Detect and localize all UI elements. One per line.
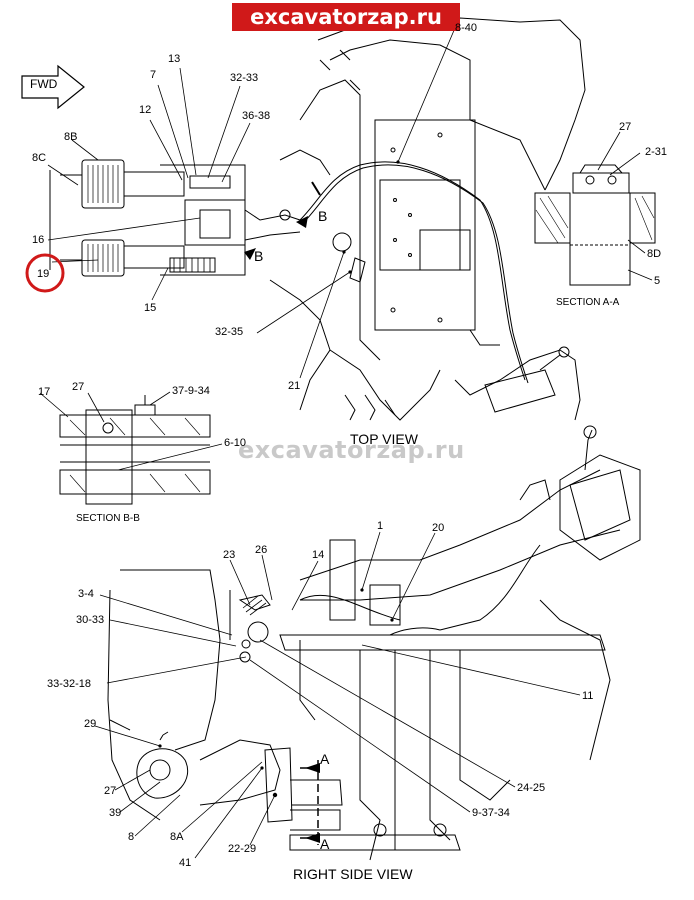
- callout-23: 23: [223, 549, 236, 561]
- section-marker-b-upper: B: [318, 208, 328, 224]
- callout-17: 17: [38, 386, 51, 398]
- fwd-arrow-icon: [21, 64, 85, 110]
- callout-19: 19: [37, 268, 50, 280]
- callout-14: 14: [312, 549, 325, 561]
- right-side-view-frame: [107, 425, 641, 861]
- callout-20: 20: [432, 522, 445, 534]
- section-aa-title: SECTION A-A: [556, 297, 620, 308]
- section-marker-a-upper: A: [320, 751, 330, 767]
- callout-3-4: 3-4: [78, 588, 94, 600]
- callout-5: 5: [654, 275, 661, 287]
- callout-8-40: 8-40: [455, 22, 478, 34]
- callout-29: 29: [84, 718, 97, 730]
- callout-9-37-34: 9-37-34: [472, 807, 510, 819]
- callout-8D: 8D: [647, 248, 662, 260]
- callout-33-32-18: 33-32-18: [47, 678, 92, 690]
- pivot-assembly: [49, 159, 366, 283]
- callout-8: 8: [128, 831, 135, 843]
- callout-8A: 8A: [170, 831, 184, 843]
- callout-7: 7: [150, 69, 157, 81]
- callout-21: 21: [288, 380, 301, 392]
- callout-8C: 8C: [32, 152, 47, 164]
- callout-16: 16: [32, 234, 45, 246]
- callout-41: 41: [179, 857, 192, 869]
- section-arrows: [244, 216, 320, 843]
- callout-24-25: 24-25: [517, 782, 546, 794]
- callout-27-side: 27: [104, 785, 117, 797]
- section-line-a: [300, 760, 319, 845]
- callout-1: 1: [377, 520, 384, 532]
- leader-lines: [39, 27, 653, 859]
- callout-39: 39: [109, 807, 122, 819]
- callout-13: 13: [168, 53, 181, 65]
- callout-15: 15: [144, 302, 157, 314]
- callout-12: 12: [139, 104, 152, 116]
- callout-32-33: 32-33: [230, 72, 259, 84]
- callout-37-9-34: 37-9-34: [172, 385, 210, 397]
- leader-dots: [158, 160, 400, 798]
- callout-30-33: 30-33: [76, 614, 105, 626]
- callout-8B: 8B: [64, 131, 78, 143]
- callout-36-38: 36-38: [242, 110, 271, 122]
- callout-22-29: 22-29: [228, 843, 257, 855]
- callout-32-35: 32-35: [215, 326, 244, 338]
- section-b-b-drawing: [59, 395, 211, 505]
- top-view-title: TOP VIEW: [350, 431, 418, 447]
- callout-2-31: 2-31: [645, 146, 668, 158]
- watermark-middle: excavatorzap.ru: [238, 436, 465, 464]
- top-view-frame: [269, 9, 586, 421]
- callout-27-section-a: 27: [619, 121, 632, 133]
- right-side-view-title: RIGHT SIDE VIEW: [293, 866, 413, 882]
- callout-6-10: 6-10: [224, 437, 247, 449]
- fwd-label: FWD: [30, 77, 58, 91]
- watermark-top: excavatorzap.ru: [232, 3, 460, 31]
- section-marker-b-lower: B: [254, 248, 264, 264]
- callout-11: 11: [582, 690, 594, 702]
- section-a-a-drawing: [534, 164, 656, 286]
- highlight-circle: [25, 253, 65, 293]
- section-bb-title: SECTION B-B: [76, 513, 140, 524]
- callout-26: 26: [255, 544, 268, 556]
- callout-27-section-b: 27: [72, 381, 85, 393]
- section-marker-a-lower: A: [320, 836, 330, 852]
